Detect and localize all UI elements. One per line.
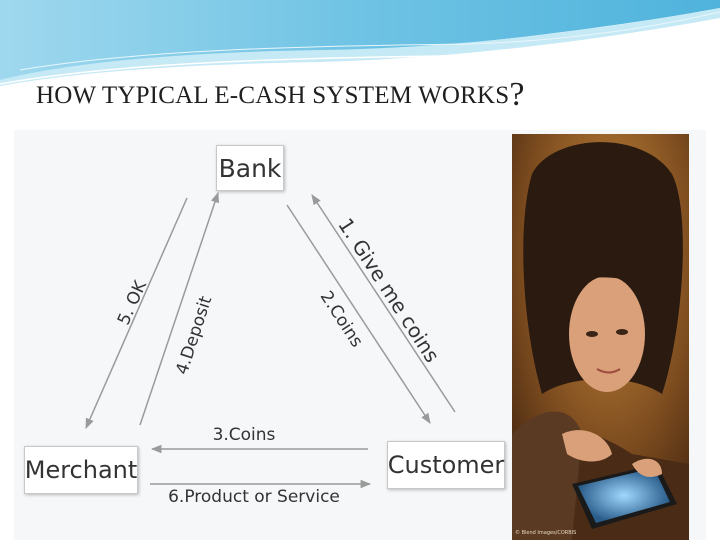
label-product-or-service: 6.Product or Service [168, 487, 340, 507]
slide-title: HOW TYPICAL E-CASH SYSTEM WORKS? [36, 76, 525, 113]
girl-with-tablet-photo [512, 134, 689, 540]
label-coins-to-merchant: 3.Coins [213, 425, 276, 445]
photo-credit: © Blend Images/CORBIS [515, 530, 577, 536]
arrow-ok [85, 197, 188, 429]
arrow-deposit [139, 192, 219, 426]
label-ok: 5. OK [114, 277, 151, 328]
node-bank: Bank [216, 145, 284, 191]
arrow-coins-to-customer [286, 204, 431, 424]
node-customer: Customer [387, 441, 505, 489]
node-merchant: Merchant [24, 446, 138, 494]
label-deposit: 4.Deposit [172, 293, 216, 377]
arrow-give-me-coins [311, 194, 456, 413]
decorative-banner [0, 0, 720, 86]
label-coins-to-customer: 2.Coins [316, 287, 367, 351]
